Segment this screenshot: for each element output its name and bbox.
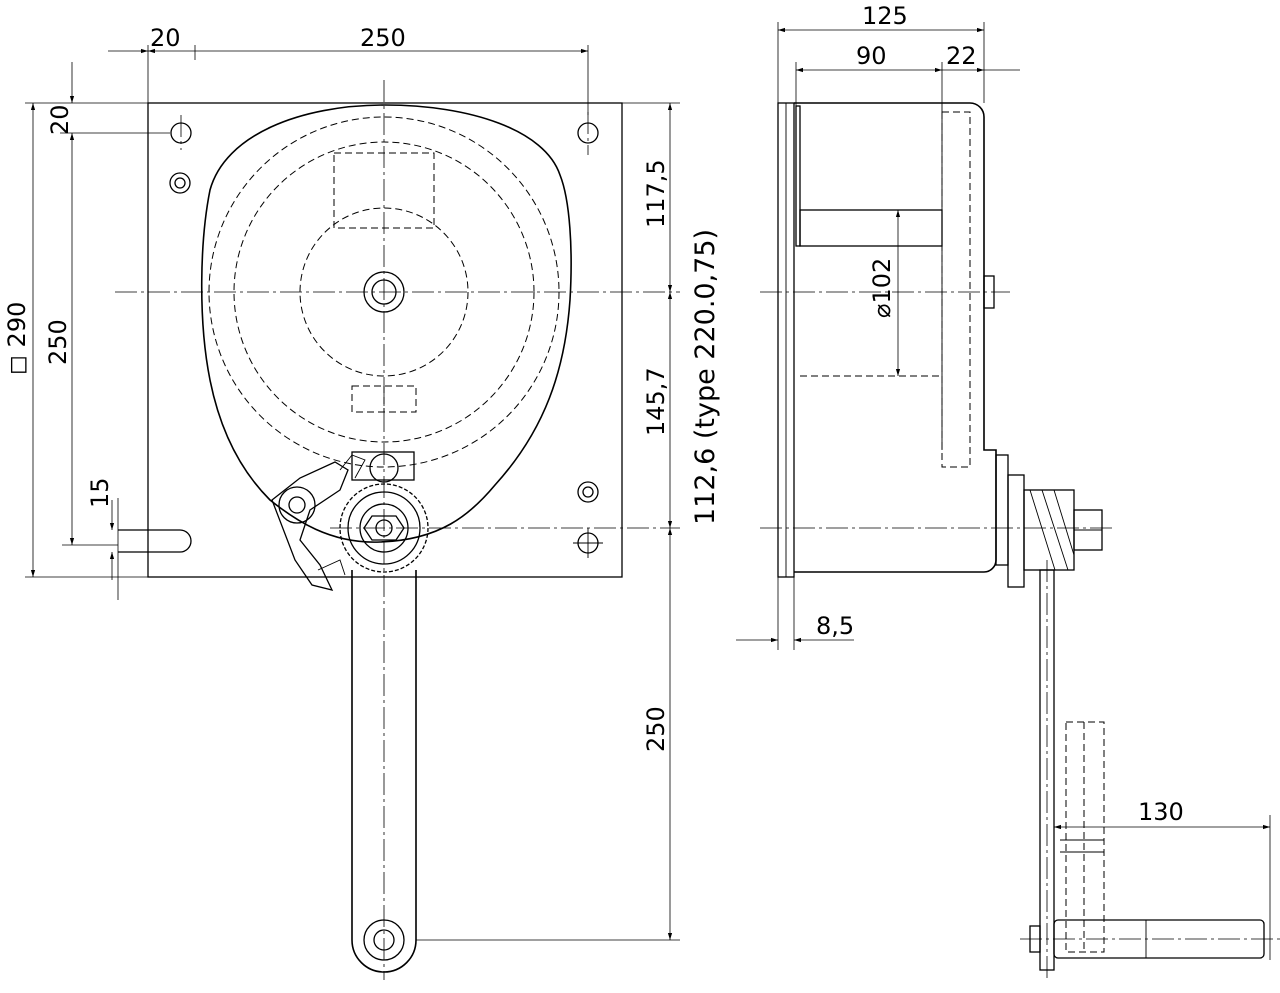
- dim-top-250: 250: [360, 24, 406, 52]
- side-drum-flange: [795, 105, 801, 247]
- mounting-plate: [147, 102, 623, 578]
- dim-left-20: 20: [46, 104, 74, 135]
- bolt-top-left: [169, 172, 191, 194]
- dim-side-8-5: 8,5: [816, 612, 854, 640]
- side-housing: [794, 102, 997, 573]
- dim-handle-250: 250: [642, 706, 670, 752]
- dim-145-7: 145,7: [642, 367, 670, 436]
- dim-slot-15: 15: [86, 477, 114, 508]
- front-view: 20 250 20 ◻ 290 250 15 117,5 145,7 112,6…: [3, 24, 721, 980]
- dim-117-5: 117,5: [642, 159, 670, 228]
- mounting-hole-bottom-right: [573, 528, 603, 558]
- dim-side-dia-102: ⌀102: [868, 258, 896, 318]
- dim-112-6-type: 112,6 (type 220.0,75): [690, 229, 721, 525]
- dim-side-22: 22: [946, 42, 977, 70]
- drum-inner-dashed: [299, 207, 469, 377]
- side-crank-assembly: [995, 454, 1103, 588]
- brake-pawl: [271, 454, 366, 591]
- bolt-right: [577, 481, 599, 503]
- side-handle-arm-dashed: [1065, 721, 1105, 953]
- dim-top-20: 20: [150, 24, 181, 52]
- dim-left-290: ◻ 290: [3, 302, 31, 375]
- dim-side-90: 90: [856, 42, 887, 70]
- dim-left-250: 250: [44, 319, 72, 365]
- slotted-hole: [118, 529, 192, 553]
- side-view: 125 90 22 ⌀102 8,5 130: [736, 2, 1280, 980]
- gear-bracket: [351, 451, 415, 481]
- side-drum-shaft: [799, 209, 943, 247]
- dim-side-125: 125: [862, 2, 908, 30]
- winch-housing: [200, 104, 572, 543]
- side-gear-cover-dashed: [941, 111, 971, 468]
- dim-side-130: 130: [1138, 798, 1184, 826]
